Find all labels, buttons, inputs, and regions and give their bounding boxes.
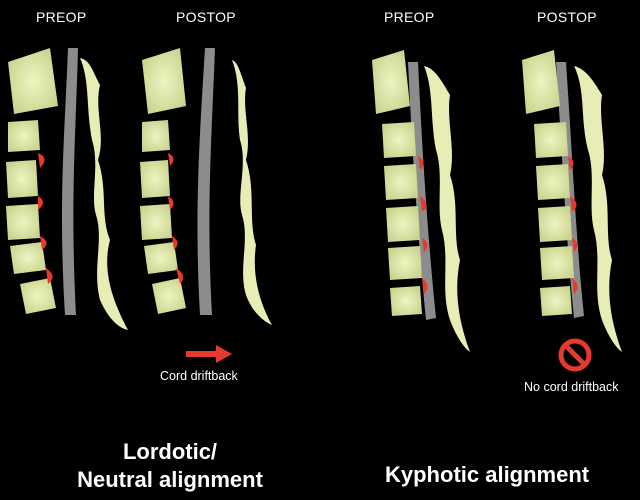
vertebra: [384, 164, 418, 200]
vertebra: [6, 204, 40, 240]
right-arrow-icon: [186, 345, 232, 363]
vertebra: [522, 50, 560, 114]
prohibition-icon: [561, 341, 589, 369]
right-postop-spine: [522, 50, 622, 352]
vertebra: [140, 204, 172, 240]
vertebra: [382, 122, 416, 158]
vertebra: [142, 48, 186, 114]
spinal-cord: [62, 48, 78, 315]
vertebra: [142, 120, 170, 152]
vertebra: [388, 246, 422, 280]
vertebra: [10, 242, 46, 274]
vertebra: [390, 286, 422, 316]
vertebra: [538, 206, 572, 242]
vertebra: [540, 286, 572, 316]
spinal-cord: [197, 48, 215, 315]
posterior-lamina: [232, 60, 272, 325]
vertebra: [140, 160, 170, 198]
disc-bulge: [38, 153, 45, 168]
left-preop-spine: [6, 48, 128, 330]
vertebra: [152, 278, 186, 314]
vertebra: [372, 50, 410, 114]
vertebra: [534, 122, 568, 158]
left-postop-spine: [140, 48, 272, 325]
vertebra: [8, 120, 40, 152]
vertebra: [536, 164, 570, 200]
right-preop-spine: [372, 50, 470, 352]
disc-bulge: [38, 196, 43, 210]
vertebra: [8, 48, 58, 114]
disc-bulge: [168, 153, 174, 166]
vertebra: [386, 206, 420, 242]
vertebra: [540, 246, 574, 280]
vertebra: [20, 278, 56, 314]
vertebra: [144, 242, 178, 274]
vertebra: [6, 160, 38, 198]
posterior-lamina: [80, 58, 128, 330]
